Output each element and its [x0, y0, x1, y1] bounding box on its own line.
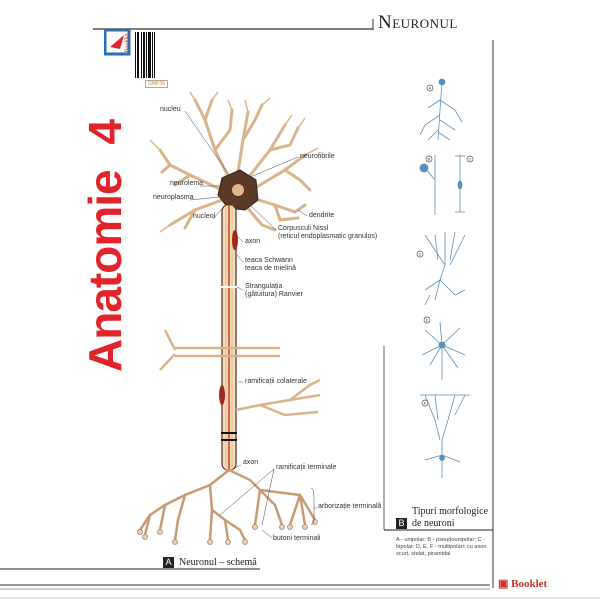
panel-b-caption-2: de neuroni — [412, 518, 455, 529]
barcode — [133, 30, 157, 80]
terminal-buttons — [137, 519, 318, 545]
type-letter-e: E — [426, 318, 429, 323]
nucleus — [232, 184, 244, 196]
label-nucleol: nucleol — [193, 213, 216, 220]
dendrites — [158, 98, 312, 232]
panel-a-title: Neuronul – schemă — [179, 557, 257, 568]
type-letter-c: C — [469, 157, 472, 162]
label-ranvier-1: Strangulația — [245, 283, 283, 290]
publisher-name: Booklet — [511, 578, 548, 590]
type-letter-a: A — [429, 86, 432, 91]
type-letter-f: F — [424, 401, 427, 406]
neuron-type-a — [419, 78, 463, 141]
product-code: GMP36 — [145, 80, 168, 88]
label-ranvier-2: (gâtuitura) Ranvier — [245, 291, 303, 298]
type-letter-b: B — [428, 157, 431, 162]
label-axon-bottom: axon — [243, 459, 259, 466]
label-nissl-2: (reticul endoplasmatic granulos) — [278, 233, 378, 240]
leader-lines — [184, 110, 317, 539]
label-axon-top: axon — [245, 238, 261, 245]
neuron-type-b — [419, 155, 436, 215]
book-icon: ▣ — [498, 578, 509, 590]
label-colaterale: ramificații colaterale — [245, 378, 307, 385]
neuron-type-e — [421, 321, 466, 380]
label-neuroplasma: neuroplasma — [153, 194, 194, 201]
panel-b-caption-1: Tipuri morfologice — [412, 506, 489, 517]
label-teaca-mielina: teaca de mielină — [245, 265, 296, 272]
label-teaca-schwann: teaca Schwann — [245, 257, 293, 264]
label-dendrite: dendrite — [309, 212, 335, 219]
neuron-type-d — [424, 231, 466, 306]
label-nissl-1: Corpusculi Nissl — [278, 225, 329, 232]
neuron-type-f — [420, 394, 470, 478]
neuron-types-diagram: A B C D E F — [416, 78, 474, 478]
page-title: Neuronul — [378, 12, 458, 33]
label-butoni: butoni terminali — [273, 535, 321, 542]
label-arborizatie: arborizație terminală — [318, 503, 382, 510]
panel-b-legend: A - unipolar; B - pseudounipolar; C - bi… — [396, 537, 487, 557]
axon — [219, 204, 238, 471]
panel-a-letter: A — [163, 557, 174, 568]
booklet-logo-icon — [104, 29, 131, 56]
panel-b-letter: B — [396, 518, 407, 529]
neuron-type-c — [455, 155, 465, 213]
label-ram-terminale: ramificații terminale — [276, 464, 337, 471]
label-neurofibrile: neurofibrile — [300, 153, 335, 160]
label-nucleu: nucleu — [160, 106, 181, 113]
collateral-branches — [159, 329, 321, 417]
publisher-logo: ▣ Booklet — [498, 577, 547, 590]
label-neurolema: neurolema — [170, 180, 204, 187]
panel-a-caption: A Neuronul – schemă — [163, 557, 257, 568]
type-letter-d: D — [419, 252, 422, 257]
